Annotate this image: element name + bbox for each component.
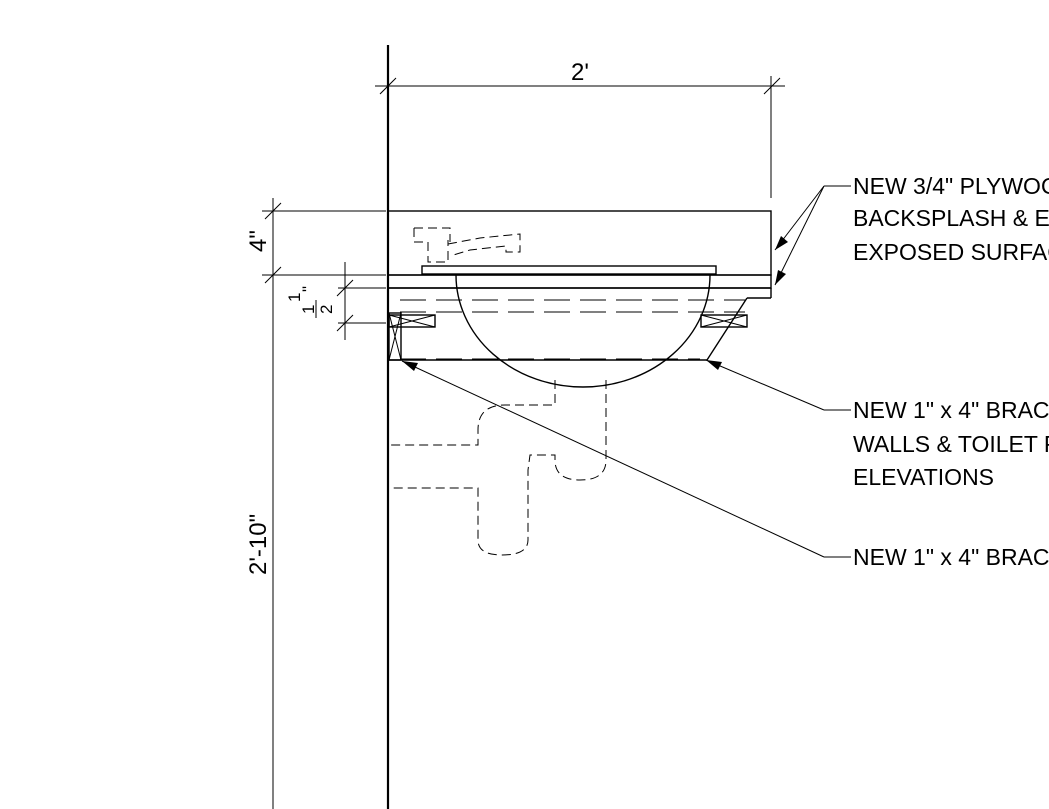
drain-trap-icon [390,380,607,556]
faucet-icon [413,227,717,275]
note-bracing1-line-1: NEW 1" x 4" BRACIN [853,397,1049,423]
svg-text:": " [299,286,318,292]
leader-plywood [774,185,851,286]
bracing-block-vertical [388,312,402,361]
width-dimension: 2' [375,59,785,198]
backsplash-height-text: 4" [245,230,272,252]
sink-bowl-icon [455,274,711,388]
countertop [387,274,772,289]
note-plywood-line-1: NEW 3/4" PLYWOOD [853,173,1049,199]
svg-text:1: 1 [299,305,318,314]
counter-thickness-text: 1 1 2 " [285,286,336,318]
note-plywood-line-3: EXPOSED SURFACE [853,239,1049,265]
svg-text:2: 2 [317,305,336,314]
leader-bracing-1 [705,359,851,411]
apron [388,287,772,361]
bracing-block-right [700,314,748,328]
vertical-dimension [262,198,386,809]
svg-text:1: 1 [285,293,304,302]
note-bracing2-line-1: NEW 1" x 4" BRACIN [853,544,1049,570]
width-dimension-text: 2' [571,59,589,86]
total-height-text: 2'-10" [245,514,272,575]
note-bracing1-line-2: WALLS & TOILET PA [853,431,1049,457]
note-bracing1-line-3: ELEVATIONS [853,464,994,490]
note-plywood-line-2: BACKSPLASH & END [853,205,1049,231]
bracing-block-left [388,314,436,328]
leader-bracing-2 [401,360,851,558]
